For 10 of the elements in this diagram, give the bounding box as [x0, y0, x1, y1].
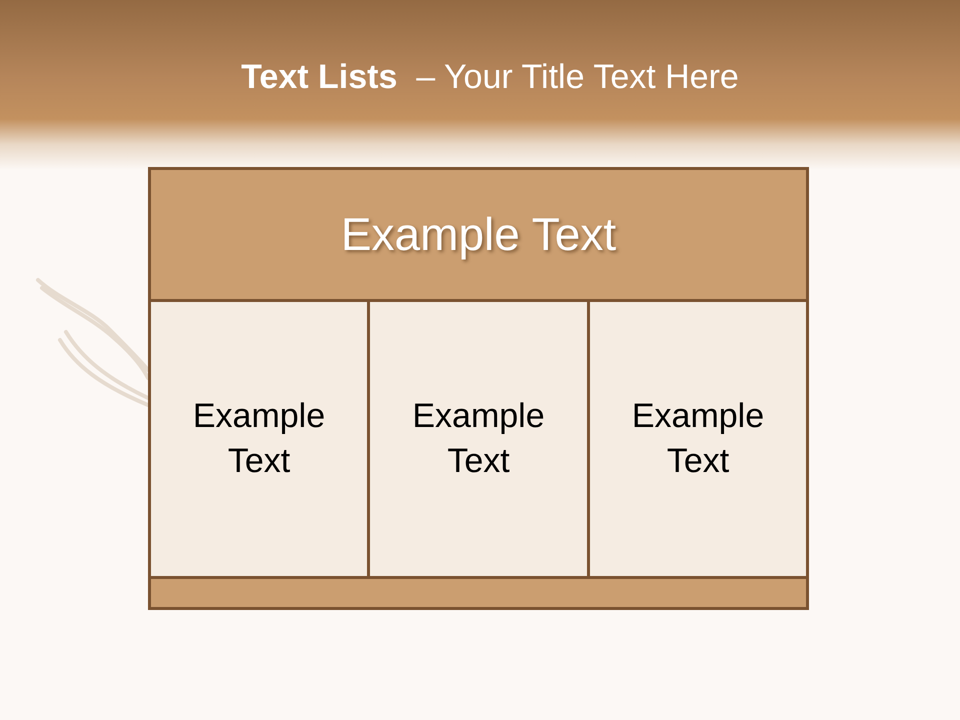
box-text: Example Text — [630, 396, 766, 482]
title: Text Lists – Your Title Text Here — [240, 57, 740, 98]
content-box — [587, 299, 809, 579]
content-box — [367, 299, 590, 579]
footer-bar — [148, 576, 809, 610]
header-box — [148, 167, 809, 302]
box-text: Example Text — [411, 396, 546, 482]
box-text: Example Text — [192, 396, 326, 482]
content-box — [148, 299, 370, 579]
box-text: Example Text — [340, 207, 616, 262]
